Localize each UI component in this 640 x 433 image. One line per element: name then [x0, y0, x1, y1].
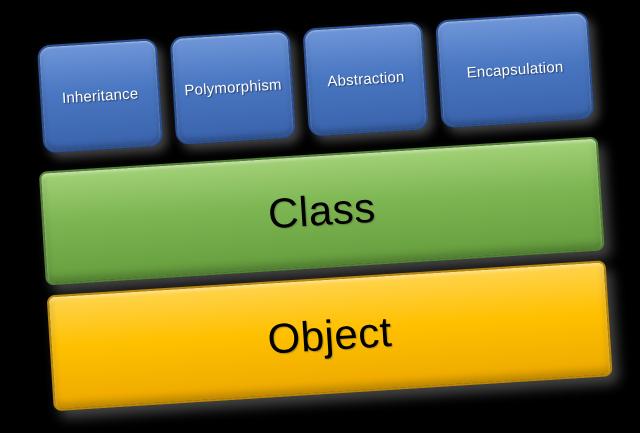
pillar-polymorphism: Polymorphism — [169, 29, 297, 145]
pillar-encapsulation: Encapsulation — [435, 10, 595, 129]
pillar-row: Inheritance Polymorphism Abstraction Enc… — [36, 10, 595, 154]
pillar-polymorphism-label: Polymorphism — [183, 75, 283, 99]
pillar-abstraction-label: Abstraction — [326, 68, 406, 90]
pillar-encapsulation-label: Encapsulation — [466, 58, 564, 82]
pillar-inheritance-label: Inheritance — [61, 84, 139, 107]
pillar-abstraction: Abstraction — [302, 21, 430, 137]
layer-object-label: Object — [266, 307, 394, 363]
layer-object: Object — [46, 260, 613, 412]
layer-class-label: Class — [266, 183, 377, 238]
oop-concepts-diagram: Inheritance Polymorphism Abstraction Enc… — [31, 10, 613, 417]
layer-class: Class — [38, 136, 605, 286]
pillar-inheritance: Inheritance — [36, 38, 164, 154]
